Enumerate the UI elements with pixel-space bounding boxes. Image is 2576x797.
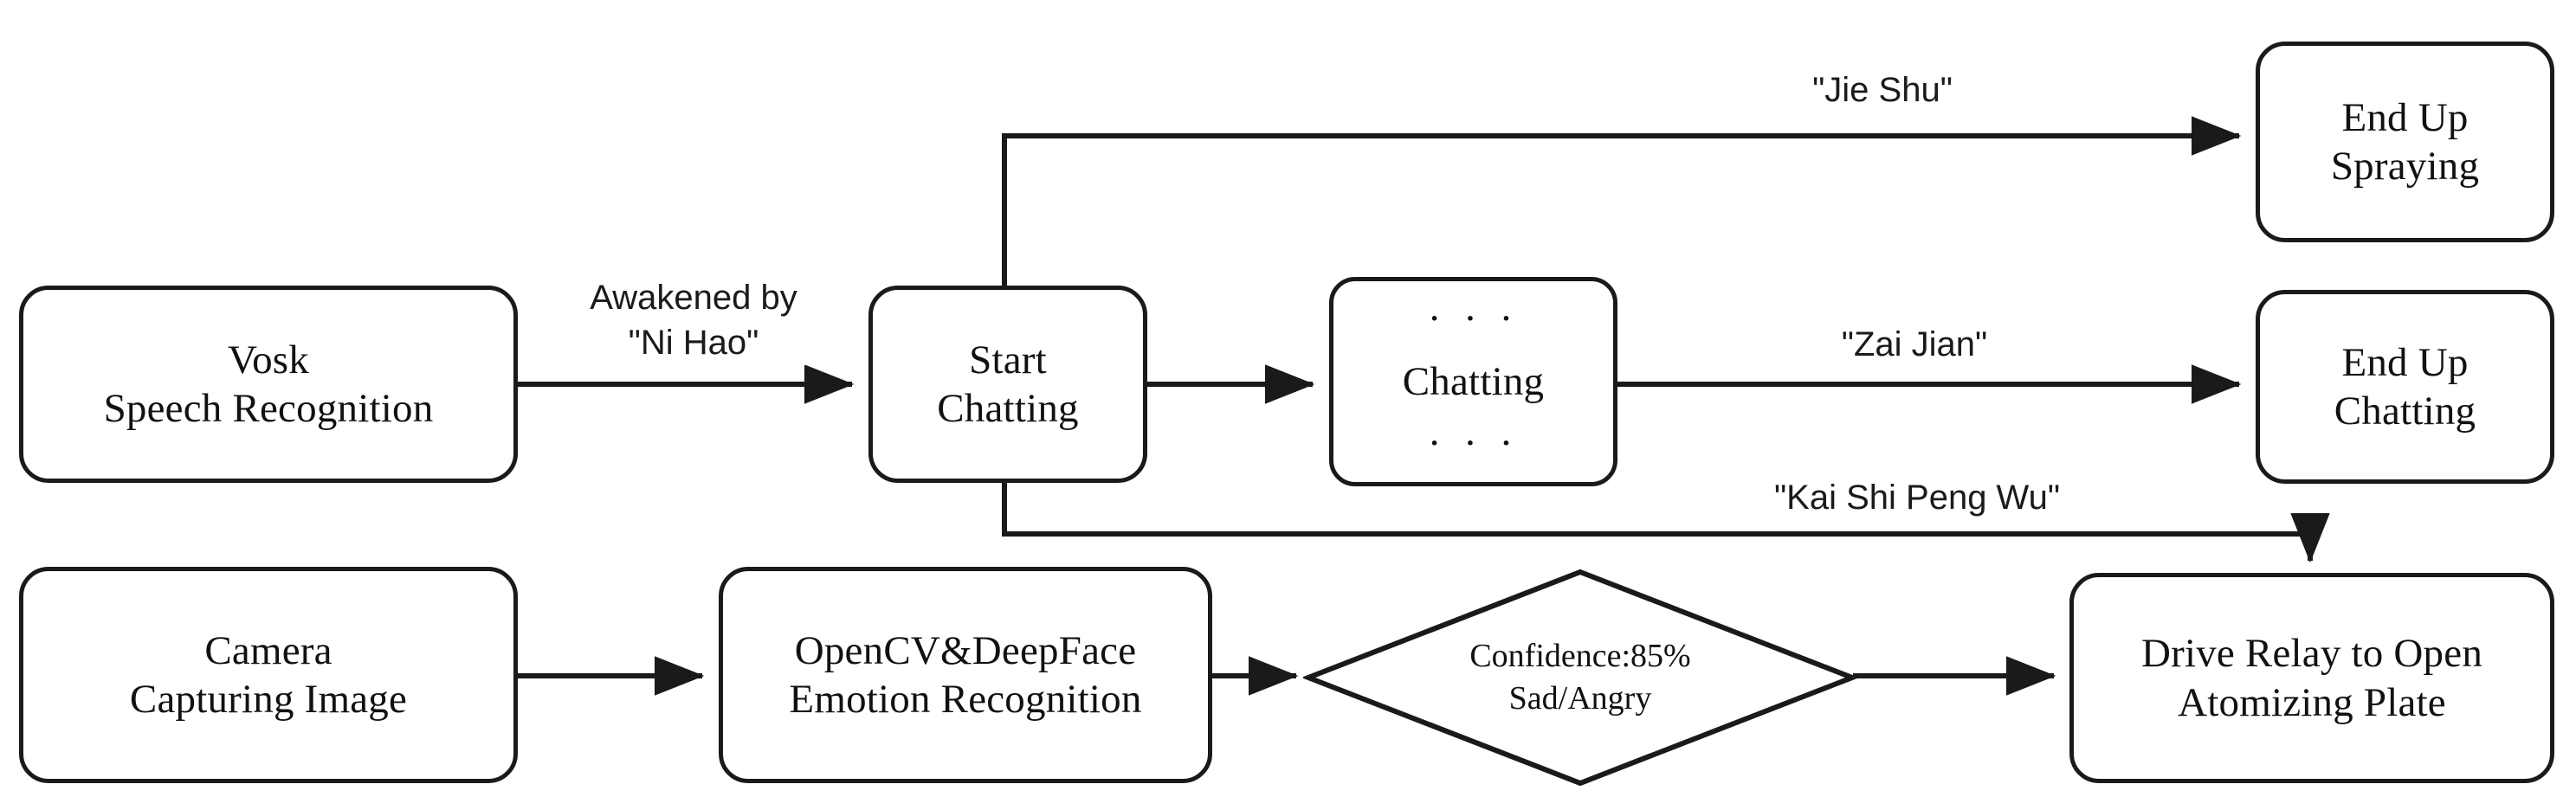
edge-label-line: "Kai Shi Peng Wu": [1773, 479, 2061, 517]
node-chatting[interactable]: · · · Chatting · · ·: [1329, 277, 1617, 486]
node-drive-relay-to-open-atomizing-plate[interactable]: Drive Relay to Open Atomizing Plate: [2069, 573, 2554, 783]
node-confidence-decision[interactable]: Confidence:85% Sad/Angry: [1303, 567, 1857, 788]
node-vosk-speech-recognition[interactable]: Vosk Speech Recognition: [19, 286, 518, 483]
node-line: Camera: [204, 627, 332, 673]
node-ellipsis-top: · · ·: [1427, 296, 1520, 342]
node-line: Confidence:85%: [1469, 637, 1691, 674]
node-line: Chatting: [2334, 389, 2476, 434]
node-opencv-deepface-emotion-recognition[interactable]: OpenCV&DeepFace Emotion Recognition: [719, 567, 1212, 783]
node-line: Atomizing Plate: [2178, 679, 2446, 725]
node-ellipsis-bottom: · · ·: [1427, 421, 1520, 466]
node-line: End Up: [2341, 339, 2469, 385]
edge-label-line: "Ni Hao": [628, 324, 759, 362]
node-line: Drive Relay to Open: [2140, 631, 2483, 677]
edge-label-line: Awakened by: [590, 279, 797, 317]
node-line: Speech Recognition: [103, 386, 434, 431]
node-line: Chatting: [937, 386, 1079, 431]
edge-label-line: "Zai Jian": [1841, 325, 1988, 363]
node-end-up-chatting[interactable]: End Up Chatting: [2256, 290, 2554, 484]
node-start-chatting[interactable]: Start Chatting: [868, 286, 1147, 483]
edge-label-kai-shi-peng-wu: "Kai Shi Peng Wu": [1751, 475, 2083, 520]
node-line: Chatting: [1402, 358, 1545, 404]
node-line: OpenCV&DeepFace: [794, 627, 1137, 673]
diamond-shape: [1303, 569, 1857, 787]
edge-label-zai-jian: "Zai Jian": [1814, 322, 2015, 367]
node-line: Spraying: [2330, 144, 2480, 189]
edge-start-to-drive-relay: [1002, 483, 2330, 563]
edge-label-line: "Jie Shu": [1812, 71, 1953, 109]
node-line: Sad/Angry: [1508, 680, 1652, 717]
edge-start-to-end-up-spraying: [1002, 116, 2242, 286]
node-line: Start: [969, 337, 1047, 382]
node-camera-capturing-image[interactable]: Camera Capturing Image: [19, 567, 518, 783]
node-line: Capturing Image: [129, 677, 408, 722]
node-line: End Up: [2341, 94, 2469, 140]
node-line: Vosk: [228, 337, 309, 382]
edge-label-jie-shu: "Jie Shu": [1786, 67, 1979, 112]
edge-label-awakened-by-ni-hao: Awakened by "Ni Hao": [554, 275, 833, 365]
node-line: Emotion Recognition: [789, 677, 1142, 722]
diamond-label: Confidence:85% Sad/Angry: [1303, 567, 1857, 788]
node-end-up-spraying[interactable]: End Up Spraying: [2256, 42, 2554, 242]
